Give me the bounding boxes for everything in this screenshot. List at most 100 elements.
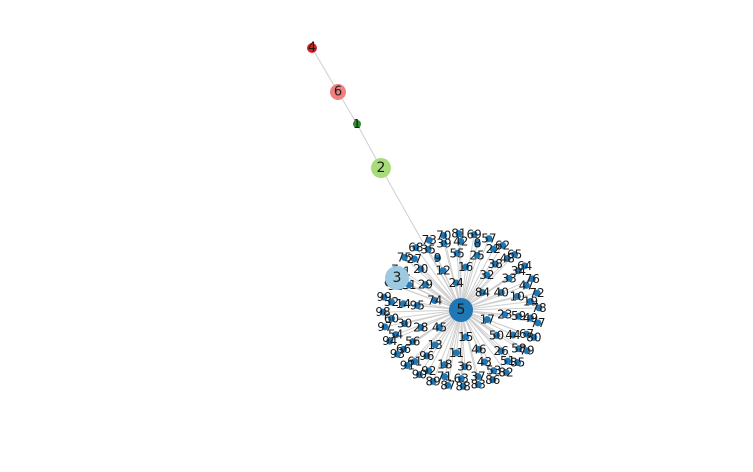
leaf-node-55[interactable]: 55 (449, 246, 464, 260)
node-5[interactable]: 5 (449, 298, 473, 322)
leaf-node-95[interactable]: 95 (410, 298, 425, 312)
leaf-node-81[interactable]: 81 (451, 227, 466, 241)
leaf-node-84[interactable]: 84 (475, 285, 490, 299)
leaf-node-92[interactable]: 92 (421, 364, 436, 378)
leaf-node-68[interactable]: 68 (408, 241, 423, 255)
leaf-node-91[interactable]: 91 (400, 358, 415, 372)
leaf-node-42[interactable]: 42 (453, 234, 468, 248)
leaf-node-61[interactable]: 61 (407, 355, 422, 369)
leaf-node-83[interactable]: 83 (471, 378, 486, 392)
leaf-node-22[interactable]: 22 (486, 242, 501, 256)
leaf-node-12[interactable]: 12 (435, 264, 450, 278)
leaf-node-76-label: 76 (525, 272, 540, 286)
leaf-node-69[interactable]: 69 (467, 228, 482, 242)
leaf-node-89[interactable]: 89 (425, 374, 440, 388)
leaf-node-82[interactable]: 82 (498, 365, 513, 379)
node-2[interactable]: 2 (371, 158, 391, 178)
leaf-node-28-circle (417, 324, 425, 332)
leaf-node-16[interactable]: 16 (458, 260, 473, 274)
leaf-node-17[interactable]: 17 (480, 312, 495, 326)
leaf-node-60[interactable]: 60 (384, 312, 399, 326)
leaf-node-98[interactable]: 98 (375, 305, 390, 319)
node-6[interactable]: 6 (330, 84, 346, 100)
leaf-node-38[interactable]: 38 (488, 257, 503, 271)
leaf-node-48[interactable]: 48 (500, 251, 515, 265)
leaf-node-29[interactable]: 29 (418, 278, 433, 292)
leaf-node-87-label: 87 (440, 378, 455, 392)
leaf-node-77-label: 77 (530, 316, 545, 330)
leaf-node-99[interactable]: 99 (376, 290, 391, 304)
leaf-node-85[interactable]: 85 (510, 356, 525, 370)
leaf-node-51[interactable]: 51 (500, 354, 515, 368)
leaf-node-20[interactable]: 20 (413, 262, 428, 276)
leaf-node-53[interactable]: 53 (486, 364, 501, 378)
leaf-node-14[interactable]: 14 (396, 297, 411, 311)
leaf-node-47[interactable]: 47 (519, 278, 534, 292)
leaf-node-54[interactable]: 54 (388, 328, 403, 342)
leaf-node-39[interactable]: 39 (436, 236, 451, 250)
leaf-node-13[interactable]: 13 (427, 338, 442, 352)
leaf-node-71[interactable]: 71 (437, 370, 452, 384)
leaf-node-46[interactable]: 46 (471, 342, 486, 356)
leaf-node-93[interactable]: 93 (390, 347, 405, 361)
leaf-node-88[interactable]: 88 (455, 379, 470, 393)
edge-5-80 (460, 309, 535, 338)
leaf-node-90[interactable]: 90 (412, 368, 427, 382)
leaf-node-26[interactable]: 26 (494, 344, 509, 358)
leaf-node-11[interactable]: 11 (449, 346, 464, 360)
leaf-node-64[interactable]: 64 (517, 259, 532, 273)
leaf-node-50[interactable]: 50 (489, 328, 504, 342)
leaf-node-94[interactable]: 94 (382, 334, 397, 348)
leaf-node-8[interactable]: 8 (474, 236, 482, 250)
leaf-node-8-label: 8 (474, 236, 482, 250)
leaf-node-52[interactable]: 52 (384, 295, 399, 309)
leaf-node-40[interactable]: 40 (494, 285, 509, 299)
leaf-node-23[interactable]: 23 (497, 308, 512, 322)
leaf-node-33[interactable]: 33 (502, 271, 517, 285)
leaf-node-19[interactable]: 19 (523, 294, 538, 308)
leaf-node-63[interactable]: 63 (454, 372, 469, 386)
leaf-node-28[interactable]: 28 (413, 321, 428, 335)
leaf-node-73[interactable]: 73 (422, 233, 437, 247)
leaf-node-37[interactable]: 37 (470, 370, 485, 384)
leaf-node-18[interactable]: 18 (437, 358, 452, 372)
node-3[interactable]: 3 (385, 266, 409, 290)
leaf-node-35[interactable]: 35 (421, 242, 436, 256)
node-1[interactable]: 1 (353, 117, 361, 131)
leaf-node-30[interactable]: 30 (397, 317, 412, 331)
leaf-node-76[interactable]: 76 (525, 272, 540, 286)
leaf-node-87[interactable]: 87 (440, 378, 455, 392)
leaf-node-9[interactable]: 9 (434, 251, 442, 265)
leaf-node-32[interactable]: 32 (479, 268, 494, 282)
leaf-node-65[interactable]: 65 (507, 248, 522, 262)
leaf-node-24[interactable]: 24 (449, 276, 464, 290)
leaf-node-44[interactable]: 44 (505, 328, 520, 342)
leaf-node-57[interactable]: 57 (481, 232, 496, 246)
leaf-node-70[interactable]: 70 (436, 228, 451, 242)
node-4[interactable]: 4 (307, 41, 317, 56)
leaf-node-15[interactable]: 15 (458, 330, 473, 344)
leaf-node-27[interactable]: 27 (407, 252, 422, 266)
leaf-node-43[interactable]: 43 (477, 355, 492, 369)
leaf-node-44-label: 44 (505, 328, 520, 342)
leaf-node-59[interactable]: 59 (511, 309, 526, 323)
leaf-node-99-label: 99 (376, 290, 391, 304)
leaf-node-80[interactable]: 80 (526, 330, 541, 344)
leaf-node-78[interactable]: 78 (531, 301, 546, 315)
leaf-node-56[interactable]: 56 (405, 335, 420, 349)
leaf-node-72[interactable]: 72 (529, 286, 544, 300)
leaf-node-97[interactable]: 97 (377, 320, 392, 334)
leaf-node-36[interactable]: 36 (457, 360, 472, 374)
leaf-node-86[interactable]: 86 (485, 373, 500, 387)
leaf-node-49[interactable]: 49 (523, 311, 538, 325)
leaf-node-25[interactable]: 25 (469, 248, 484, 262)
leaf-node-77[interactable]: 77 (530, 316, 545, 330)
leaf-node-58[interactable]: 58 (511, 342, 526, 356)
leaf-node-79[interactable]: 79 (519, 344, 534, 358)
leaf-node-75[interactable]: 75 (397, 250, 412, 264)
leaf-node-96[interactable]: 96 (419, 349, 434, 363)
leaf-node-10[interactable]: 10 (510, 289, 525, 303)
leaf-node-45[interactable]: 45 (432, 321, 447, 335)
leaf-node-74[interactable]: 74 (427, 294, 442, 308)
leaf-node-62[interactable]: 62 (495, 238, 510, 252)
